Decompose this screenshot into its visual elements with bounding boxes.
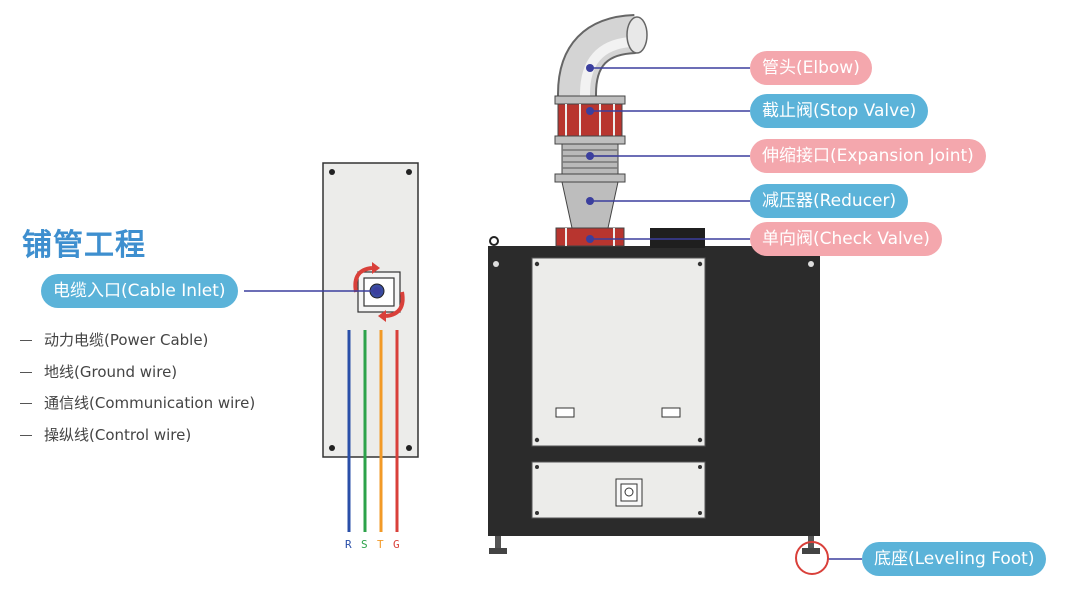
wire-group <box>347 330 399 532</box>
legend-item: 操纵线(Control wire) <box>20 424 191 445</box>
legend-item: 通信线(Communication wire) <box>20 392 255 413</box>
wire-label-r: R <box>345 538 352 551</box>
legend-item: 地线(Ground wire) <box>20 361 177 382</box>
cable-inlet-callout: 电缆入口(Cable Inlet) <box>41 274 238 308</box>
reducer-callout: 减压器(Reducer) <box>750 184 909 218</box>
wire-label-t: T <box>377 538 384 551</box>
check-valve-callout: 单向阀(Check Valve) <box>750 222 942 256</box>
page-title: 铺管工程 <box>22 228 146 263</box>
leader-lines <box>590 67 862 560</box>
expansion-joint-callout: 伸缩接口(Expansion Joint) <box>750 139 986 173</box>
cable-panel <box>322 162 419 458</box>
cabinet <box>488 228 820 554</box>
leveling-foot-highlight <box>795 541 829 575</box>
legend-item: 动力电缆(Power Cable) <box>20 329 208 350</box>
leader-dots <box>373 64 594 295</box>
leveling-foot-callout: 底座(Leveling Foot) <box>862 542 1047 576</box>
pipe-assembly <box>554 14 648 247</box>
wire-label-s: S <box>361 538 368 551</box>
wire-label-g: G <box>393 538 400 551</box>
stop-valve-callout: 截止阀(Stop Valve) <box>750 94 929 128</box>
elbow-callout: 管头(Elbow) <box>750 51 872 85</box>
